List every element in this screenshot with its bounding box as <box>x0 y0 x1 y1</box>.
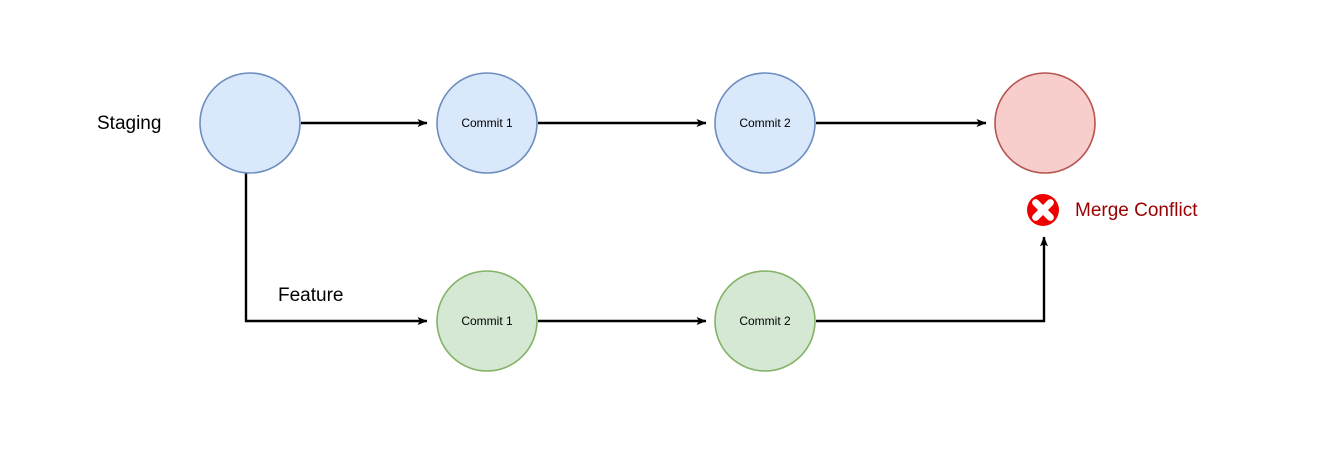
x-glyph-icon <box>1032 199 1054 221</box>
feature-commit-1-node-label: Commit 1 <box>461 314 513 328</box>
staging-commit-1-node-circle <box>436 72 538 174</box>
staging-commit-2-node-label: Commit 2 <box>739 116 791 130</box>
staging-root-node-circle <box>199 72 301 174</box>
feature-commit-2-node-label: Commit 2 <box>739 314 791 328</box>
connector-staging-root-to-feature <box>244 173 428 325</box>
feature-commit-2-node-circle <box>714 270 816 372</box>
connector-feature-commit2-to-conflict <box>816 236 1048 323</box>
connectors-group <box>244 119 1048 325</box>
merge-conflict-marker <box>1027 194 1059 226</box>
nodes-group: Commit 1 Commit 2 Commit 1 Commit 2 <box>199 72 1096 372</box>
feature-commit-1-node-circle <box>436 270 538 372</box>
staging-commit-1-node[interactable]: Commit 1 <box>436 72 538 174</box>
branch-label-feature: Feature <box>278 285 343 306</box>
staging-commit-1-node-label: Commit 1 <box>461 116 513 130</box>
staging-commit-2-node-circle <box>714 72 816 174</box>
staging-merge-node[interactable] <box>994 72 1096 174</box>
staging-commit-2-node[interactable]: Commit 2 <box>714 72 816 174</box>
staging-merge-node-circle <box>994 72 1096 174</box>
feature-commit-2-node[interactable]: Commit 2 <box>714 270 816 372</box>
staging-root-node[interactable] <box>199 72 301 174</box>
branch-label-staging: Staging <box>97 113 161 134</box>
feature-commit-1-node[interactable]: Commit 1 <box>436 270 538 372</box>
merge-conflict-label: Merge Conflict <box>1075 200 1198 221</box>
